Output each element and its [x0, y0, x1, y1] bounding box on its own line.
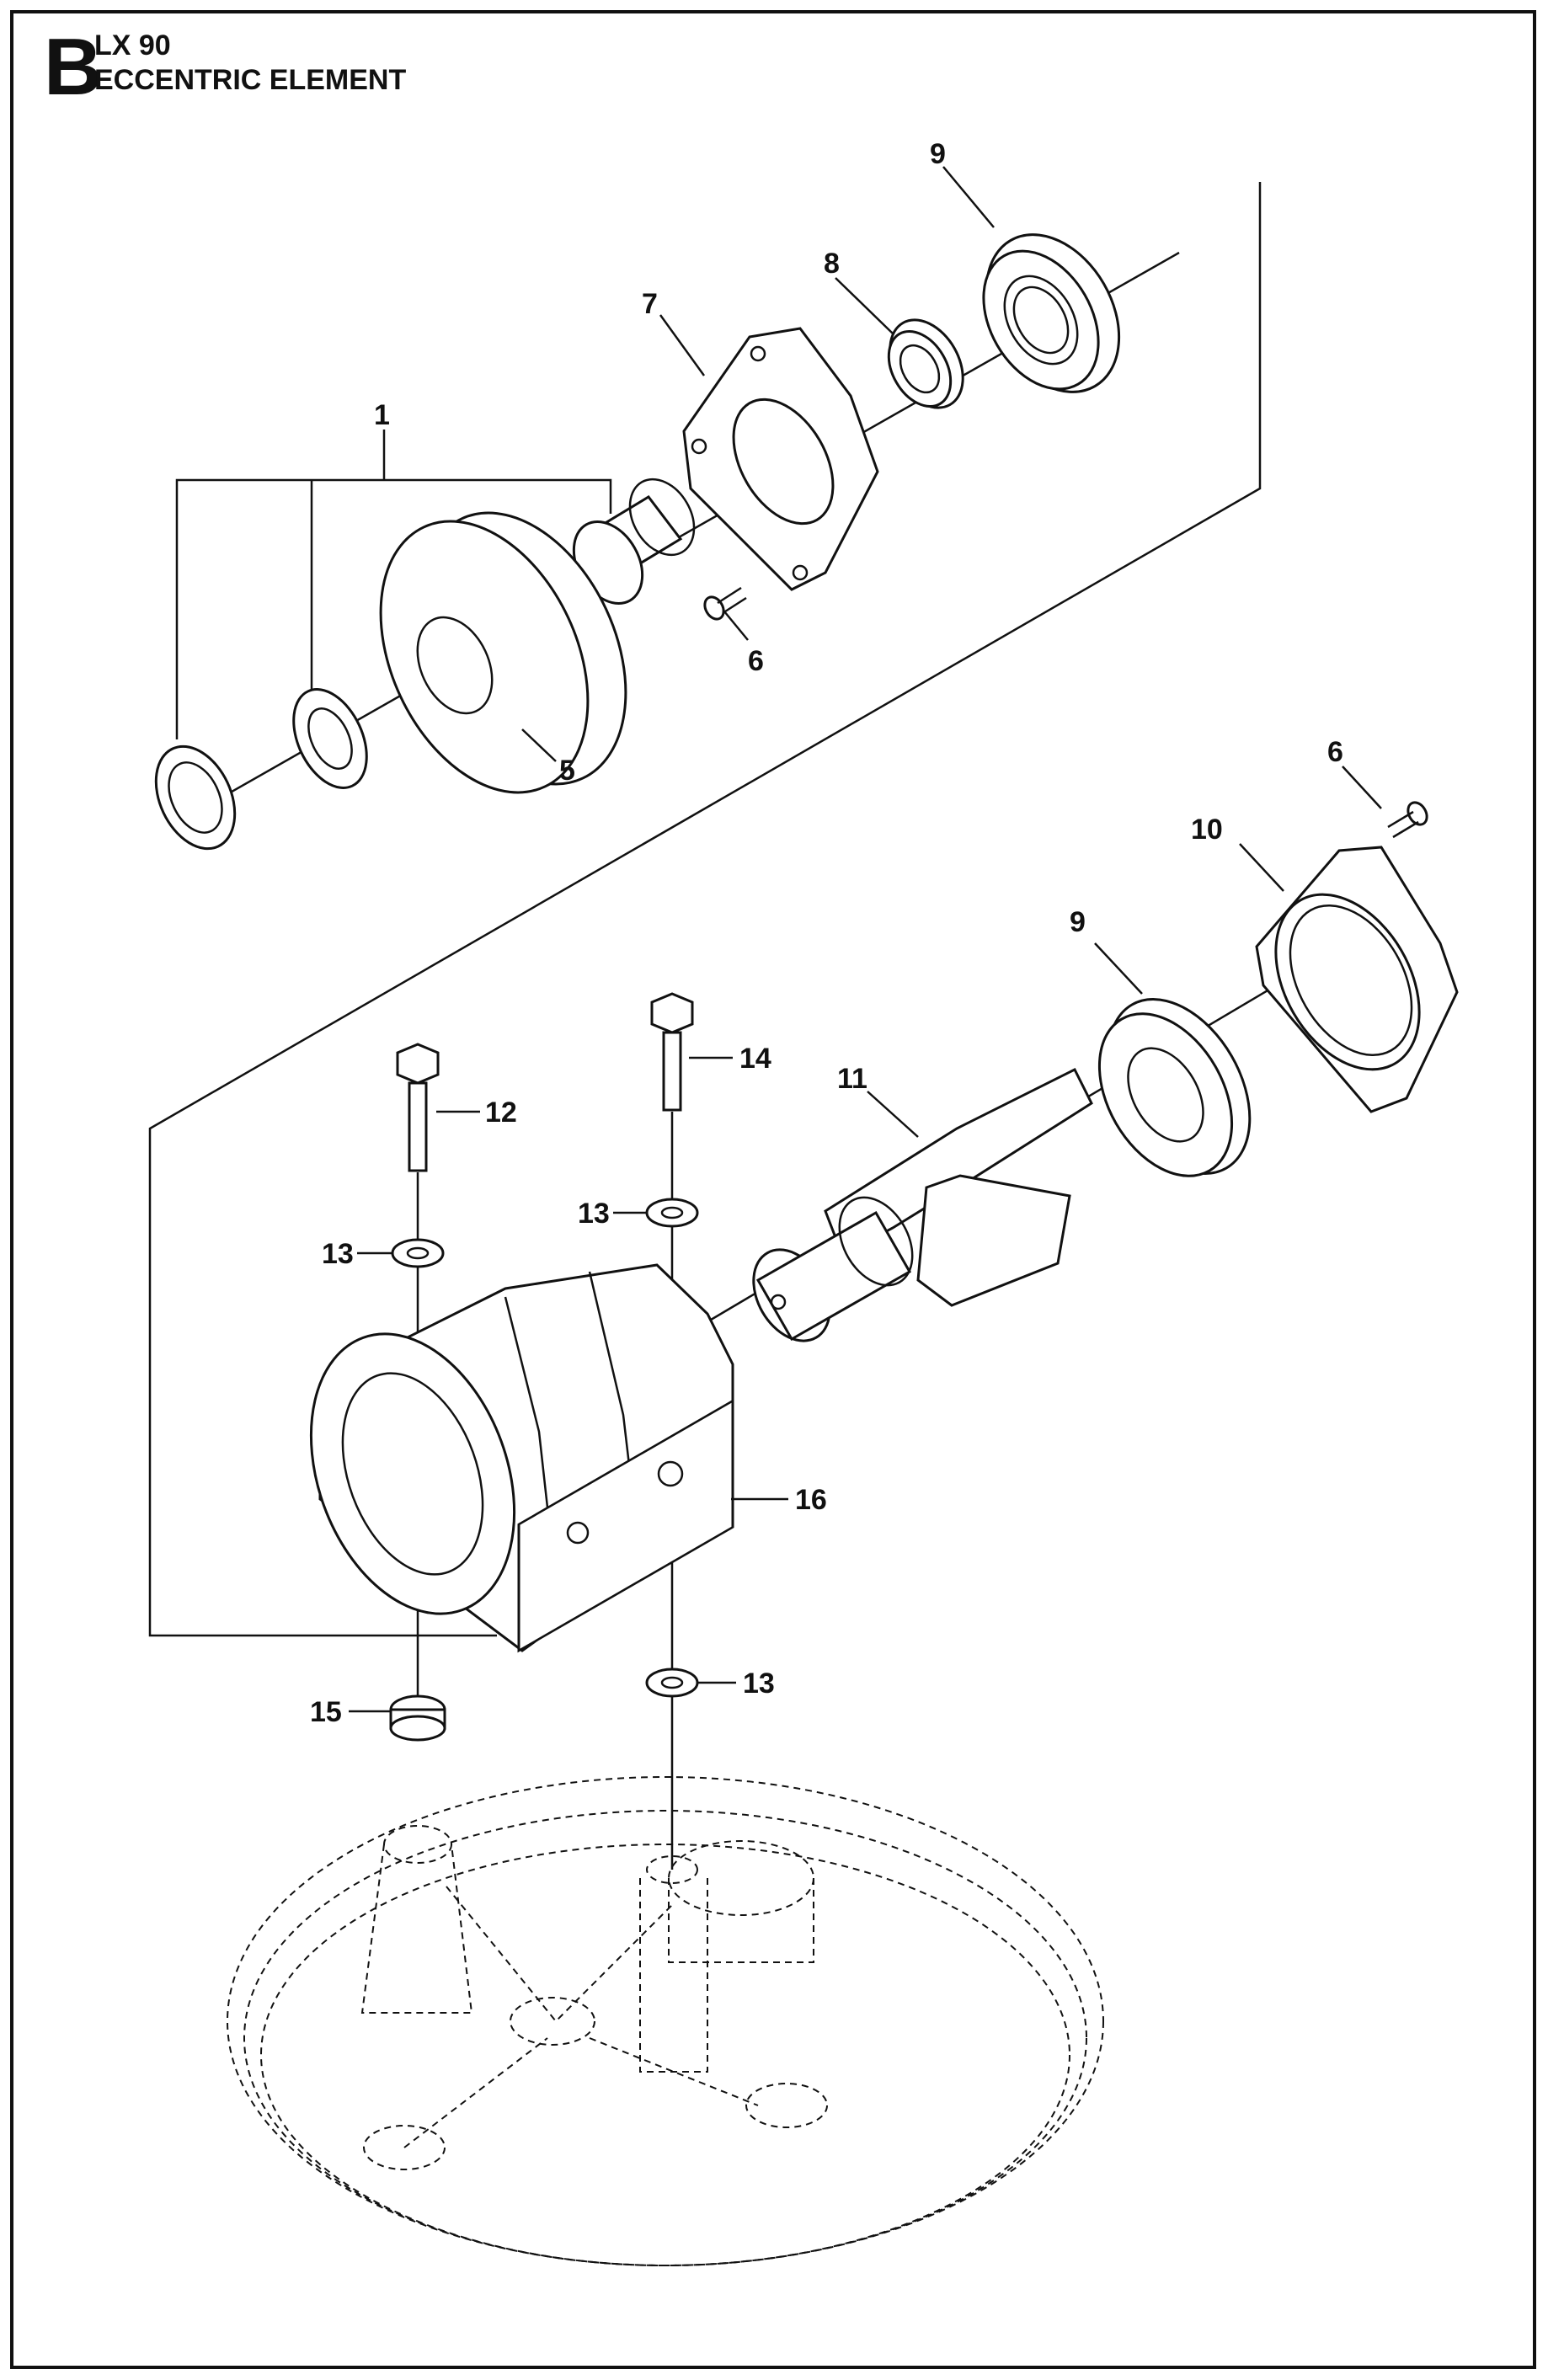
callout-12: 12	[485, 1097, 517, 1129]
callout-6-lower: 6	[1327, 736, 1343, 768]
washer-13-lower-hole	[660, 1676, 684, 1689]
leader-lines	[349, 166, 1382, 1713]
callout-13-upper: 13	[578, 1198, 610, 1230]
eccentric-shaft-11	[752, 1067, 1093, 1342]
callout-16: 16	[795, 1484, 827, 1516]
cover-10	[1255, 846, 1459, 1113]
base-plate-dashed	[227, 1776, 1104, 2266]
callout-9-upper: 9	[930, 138, 946, 170]
section-letter: B	[44, 22, 102, 112]
callout-9-lower: 9	[1070, 906, 1086, 938]
housing-16	[309, 1263, 734, 1653]
callout-14: 14	[739, 1043, 771, 1075]
flange-7	[682, 327, 879, 591]
bolt-6-upper	[703, 586, 747, 621]
bearing-9-lower	[1097, 998, 1252, 1177]
model-name: LX 90	[94, 29, 171, 61]
page-border	[10, 10, 1536, 2369]
callout-10: 10	[1191, 814, 1223, 846]
assembly-frame-outline	[148, 182, 1262, 1637]
bearing-9-upper	[982, 233, 1121, 393]
washer-13-upper-hole	[660, 1206, 684, 1219]
callout-1: 1	[374, 399, 390, 431]
washer-13-upper	[645, 1198, 699, 1228]
callout-1-bracket	[175, 478, 612, 739]
callout-11: 11	[837, 1063, 867, 1095]
pulley-5	[379, 511, 627, 794]
callout-13-left: 13	[322, 1238, 354, 1270]
callout-8: 8	[824, 248, 840, 280]
callout-13-lower: 13	[743, 1668, 775, 1700]
callout-5: 5	[559, 755, 575, 787]
callout-15: 15	[310, 1696, 342, 1728]
washer-13-left	[391, 1238, 445, 1268]
callout-6-upper: 6	[748, 645, 764, 677]
washer-13-left-hole	[406, 1246, 430, 1260]
callout-7: 7	[642, 288, 658, 320]
bushing-15	[389, 1694, 446, 1742]
lock-washer	[292, 688, 368, 789]
washer-13-lower	[645, 1668, 699, 1698]
diagram-title: ECCENTRIC ELEMENT	[94, 64, 406, 96]
seal-8	[887, 318, 964, 409]
bolt-6-lower	[1387, 801, 1428, 839]
slotted-nut	[154, 744, 237, 851]
